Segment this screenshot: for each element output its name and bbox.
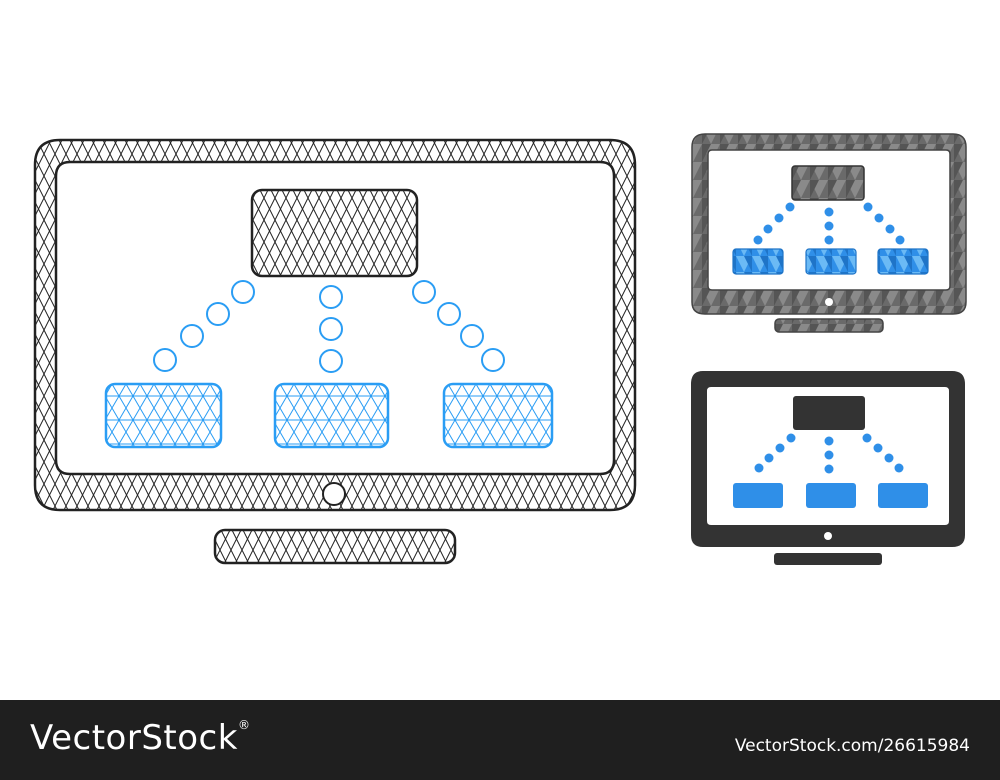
child-node-left bbox=[104, 382, 223, 449]
power-button-icon bbox=[824, 532, 832, 540]
vectorstock-logo: VectorStock® bbox=[30, 718, 250, 758]
connector-dot bbox=[460, 324, 484, 348]
mesh-hierarchy-monitor-icon bbox=[33, 138, 637, 565]
monitor-frame bbox=[33, 138, 637, 512]
connector-dot bbox=[437, 302, 461, 326]
child-node-center bbox=[806, 483, 856, 508]
connector-dot bbox=[824, 436, 834, 446]
power-button-icon bbox=[322, 482, 346, 506]
connector-dot bbox=[774, 213, 784, 223]
connector-dot bbox=[753, 235, 763, 245]
connector-dot bbox=[824, 235, 834, 245]
connector-dot bbox=[180, 324, 204, 348]
child-node-center bbox=[805, 248, 857, 275]
flat-hierarchy-monitor-icon bbox=[691, 371, 965, 565]
connector-dot bbox=[824, 207, 834, 217]
child-node-left bbox=[732, 248, 784, 275]
connector-dot bbox=[763, 224, 773, 234]
monitor-stand bbox=[774, 553, 882, 565]
power-button-icon bbox=[825, 298, 833, 306]
image-id: VectorStock.com/26615984 bbox=[734, 736, 970, 756]
connector-dot bbox=[231, 280, 255, 304]
connector-dot bbox=[824, 221, 834, 231]
top-node bbox=[250, 188, 419, 278]
connector-dot bbox=[412, 280, 436, 304]
connector-dot bbox=[873, 443, 883, 453]
connector-dot bbox=[786, 433, 796, 443]
connector-dot bbox=[319, 285, 343, 309]
connector-dot bbox=[895, 235, 905, 245]
brand-text: VectorStock bbox=[30, 718, 238, 758]
monitor-stand bbox=[213, 528, 457, 565]
top-node bbox=[793, 396, 865, 430]
monitor-frame bbox=[691, 133, 967, 315]
connector-dot bbox=[862, 433, 872, 443]
connector-dot bbox=[319, 349, 343, 373]
child-node-right bbox=[878, 483, 928, 508]
child-node-center bbox=[273, 382, 390, 449]
monitor-stand bbox=[774, 318, 884, 333]
top-node bbox=[791, 165, 865, 201]
connector-dot bbox=[824, 464, 834, 474]
icon-canvas bbox=[33, 133, 967, 565]
connector-dot bbox=[824, 450, 834, 460]
connector-dot bbox=[885, 224, 895, 234]
connector-dot bbox=[775, 443, 785, 453]
connector-dot bbox=[153, 348, 177, 372]
connector-dot bbox=[785, 202, 795, 212]
connector-dot bbox=[894, 463, 904, 473]
connector-dot bbox=[884, 453, 894, 463]
connector-dot bbox=[319, 317, 343, 341]
mosaic-hierarchy-monitor-icon bbox=[691, 133, 967, 333]
watermark-footer: VectorStock® VectorStock.com/26615984 bbox=[0, 700, 1000, 780]
connector-dot bbox=[764, 453, 774, 463]
child-node-left bbox=[733, 483, 783, 508]
connector-dot bbox=[754, 463, 764, 473]
monitor-frame bbox=[691, 371, 965, 547]
child-node-right bbox=[877, 248, 929, 275]
connector-dot bbox=[206, 302, 230, 326]
child-node-right bbox=[442, 382, 554, 449]
registered-mark: ® bbox=[237, 718, 251, 732]
connector-dot bbox=[481, 348, 505, 372]
connector-dot bbox=[874, 213, 884, 223]
connector-dot bbox=[863, 202, 873, 212]
